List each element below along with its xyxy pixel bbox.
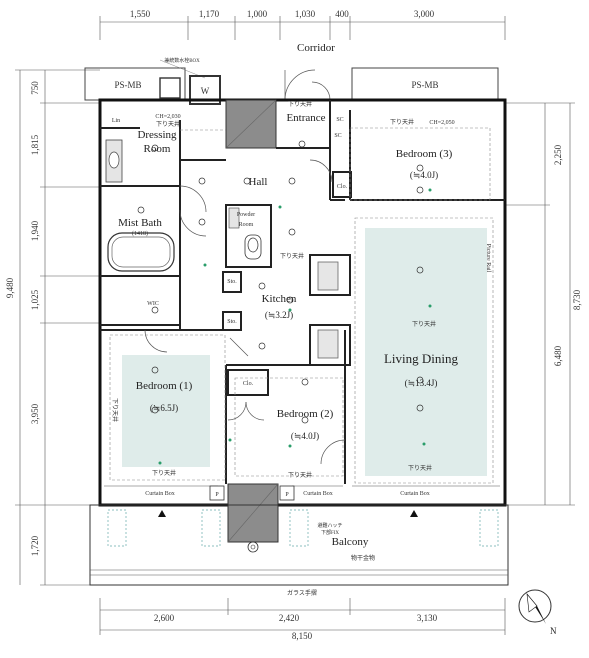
floor-tints [122, 228, 487, 476]
bath-size-label: (1418) [132, 230, 148, 237]
top-dimensions: 1,550 1,170 1,000 1,030 400 3,000 [99, 9, 506, 40]
dim-right-2: 6,480 [553, 345, 563, 366]
dressing-room-label-1: Dressing [137, 129, 177, 141]
dim-top-6: 3,000 [414, 9, 435, 19]
dim-top-1: 1,550 [130, 9, 151, 19]
sagari-tenjo-1: 下り天井 [156, 120, 180, 128]
dim-left-2: 1,815 [30, 134, 40, 155]
dim-top-4: 1,030 [295, 9, 316, 19]
dim-left-4: 1,025 [30, 289, 40, 310]
bedroom3-label: Bedroom (3) [396, 148, 453, 160]
clo3-label: Clo. [337, 184, 348, 190]
bottom-dimensions: 2,600 2,420 3,130 8,150 [99, 598, 506, 641]
living-dining-area: (≒13.4J) [405, 378, 438, 388]
sto-label-2: Sto. [227, 319, 237, 325]
hall-label: Hall [249, 176, 268, 188]
interior-walls [100, 100, 505, 484]
bedroom1-label: Bedroom (1) [136, 380, 193, 392]
outlet-markers [158, 188, 432, 465]
bedroom2-label: Bedroom (2) [277, 408, 334, 420]
living-dining-label: Living Dining [384, 351, 459, 366]
corridor-label: Corridor [297, 42, 335, 54]
dim-bottom-3: 3,130 [417, 613, 438, 623]
bedroom3-area: (≒4.0J) [410, 170, 438, 180]
dim-left-3: 1,940 [30, 220, 40, 241]
dim-right-1: 2,250 [553, 144, 563, 165]
wic-label: WIC [147, 301, 159, 307]
curtain-box-left: Curtain Box [145, 491, 175, 497]
room-labels: Lin CH=2,030 下り天井 Dressing Room Entrance… [111, 100, 491, 479]
sagari-tenjo-8: 下り天井 [152, 469, 176, 477]
window-marker-right [410, 510, 418, 517]
fixtures [105, 77, 262, 272]
ps-mb-right-label: PS-MB [411, 80, 438, 90]
clo2-label: Clo. [243, 381, 254, 387]
picture-rail-label: Picture Rail [485, 244, 491, 273]
curtain-box-mid: Curtain Box [303, 491, 333, 497]
mist-bath-label: Mist Bath [118, 217, 162, 229]
curtain-boxes: Curtain Box Curtain Box Curtain Box P P [104, 485, 500, 517]
water-box-label: 兼統数水栓BOX [164, 57, 200, 64]
dim-left-5: 3,950 [30, 403, 40, 424]
left-dimensions: 750 1,815 1,940 1,025 3,950 1,720 9,480 [5, 69, 100, 586]
glass-rail-label: ガラス手摺 [287, 589, 317, 597]
north-label: N [550, 626, 557, 636]
dim-top-2: 1,170 [199, 9, 220, 19]
balcony-note: 物干金物 [351, 554, 375, 562]
dim-bottom-1: 2,600 [154, 613, 175, 623]
ps-mb-left-label: PS-MB [114, 80, 141, 90]
dim-left-1: 750 [30, 81, 40, 95]
evac-hatch-label-2: 下部FIX [321, 529, 339, 536]
dim-top-5: 400 [335, 9, 349, 19]
sc-label-2: SC [334, 133, 341, 139]
dressing-room-label-2: Room [144, 143, 171, 155]
p-label-2: P [285, 492, 289, 498]
dim-bottom-2: 2,420 [279, 613, 300, 623]
dim-right-total: 8,730 [572, 289, 582, 310]
powder-room-label-2: Room [239, 222, 254, 228]
north-arrow-icon: N [518, 589, 557, 636]
sagari-tenjo-9: 下り天井 [288, 471, 312, 479]
curtain-box-right: Curtain Box [400, 491, 430, 497]
powder-room-label-1: Powder [237, 212, 255, 218]
dim-left-6: 1,720 [30, 535, 40, 556]
balcony: Balcony 物干金物 ガラス手摺 避難ハッチ 下部FIX [89, 504, 509, 597]
w-label: W [201, 86, 210, 96]
ceiling-lines [109, 127, 494, 484]
window-marker-left [158, 510, 166, 517]
evac-hatch-label-1: 避難ハッチ [317, 522, 342, 529]
kitchen-label: Kitchen [262, 293, 297, 305]
sagari-tenjo-5: 下り天井 [412, 320, 436, 328]
entrance-label: Entrance [286, 112, 325, 124]
doors [144, 159, 346, 465]
ceiling-lights [137, 140, 424, 424]
sagari-tenjo-3: 下り天井 [390, 118, 414, 126]
dim-top-3: 1,000 [247, 9, 268, 19]
bedroom1-area: (≒6.5J) [150, 403, 178, 413]
right-dimensions: 2,250 6,480 8,730 [505, 102, 582, 506]
balcony-label: Balcony [332, 536, 369, 548]
sc-label-1: SC [336, 117, 343, 123]
corridor-area: Corridor PS-MB PS-MB 兼統数水栓BOX W [84, 42, 499, 105]
sagari-tenjo-4: 下り天井 [280, 252, 304, 260]
p-label-1: P [215, 492, 219, 498]
sagari-tenjo-6: 下り天井 [408, 464, 432, 472]
kitchen-area: (≒3.2J) [265, 310, 293, 320]
sagari-tenjo-2: 下り天井 [288, 100, 312, 108]
bathtub [107, 232, 175, 272]
ch-2050-label: CH=2,050 [429, 120, 454, 126]
ch-2030-label: CH=2,030 [155, 114, 180, 120]
lin-label: Lin [112, 118, 120, 124]
bedroom2-area: (≒4.0J) [291, 431, 319, 441]
sagari-tenjo-7: 下り天井 [111, 398, 119, 422]
sto-label-1: Sto. [227, 279, 237, 285]
dim-bottom-total: 8,150 [292, 631, 313, 641]
dim-left-total: 9,480 [5, 277, 15, 298]
